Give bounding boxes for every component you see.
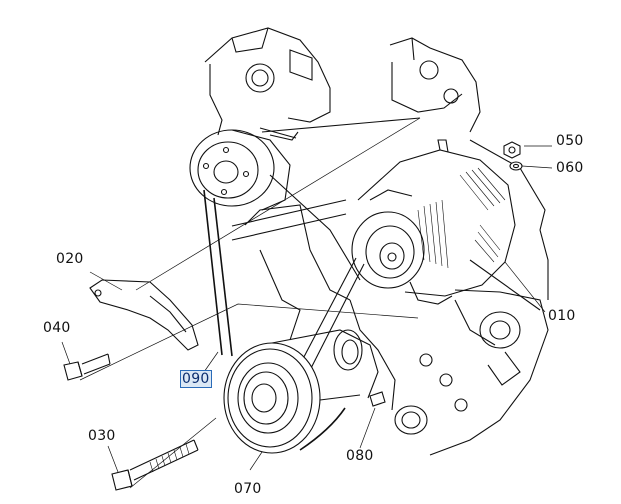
key-080 (369, 391, 386, 407)
callout-050[interactable]: 050 (556, 133, 584, 149)
adjusting-plate (89, 279, 199, 351)
callout-060[interactable]: 060 (556, 160, 584, 176)
crankshaft-pulley (223, 329, 379, 454)
washer-060 (509, 161, 523, 171)
callout-080[interactable]: 080 (346, 448, 374, 464)
bolt-040 (63, 353, 111, 381)
alternator (351, 139, 541, 311)
fan-belt (203, 189, 365, 451)
callout-020[interactable]: 020 (56, 251, 84, 267)
engine-block (204, 27, 549, 456)
callout-070[interactable]: 070 (234, 481, 262, 497)
water-pump-pulley (189, 127, 299, 211)
callout-030[interactable]: 030 (88, 428, 116, 444)
leader-lines (61, 117, 553, 489)
callout-040[interactable]: 040 (43, 320, 71, 336)
callout-090-selected[interactable]: 090 (180, 370, 212, 388)
bolt-030 (111, 439, 199, 491)
nut-050 (503, 141, 521, 159)
callout-010[interactable]: 010 (548, 308, 576, 324)
alternator-fins (417, 167, 506, 269)
